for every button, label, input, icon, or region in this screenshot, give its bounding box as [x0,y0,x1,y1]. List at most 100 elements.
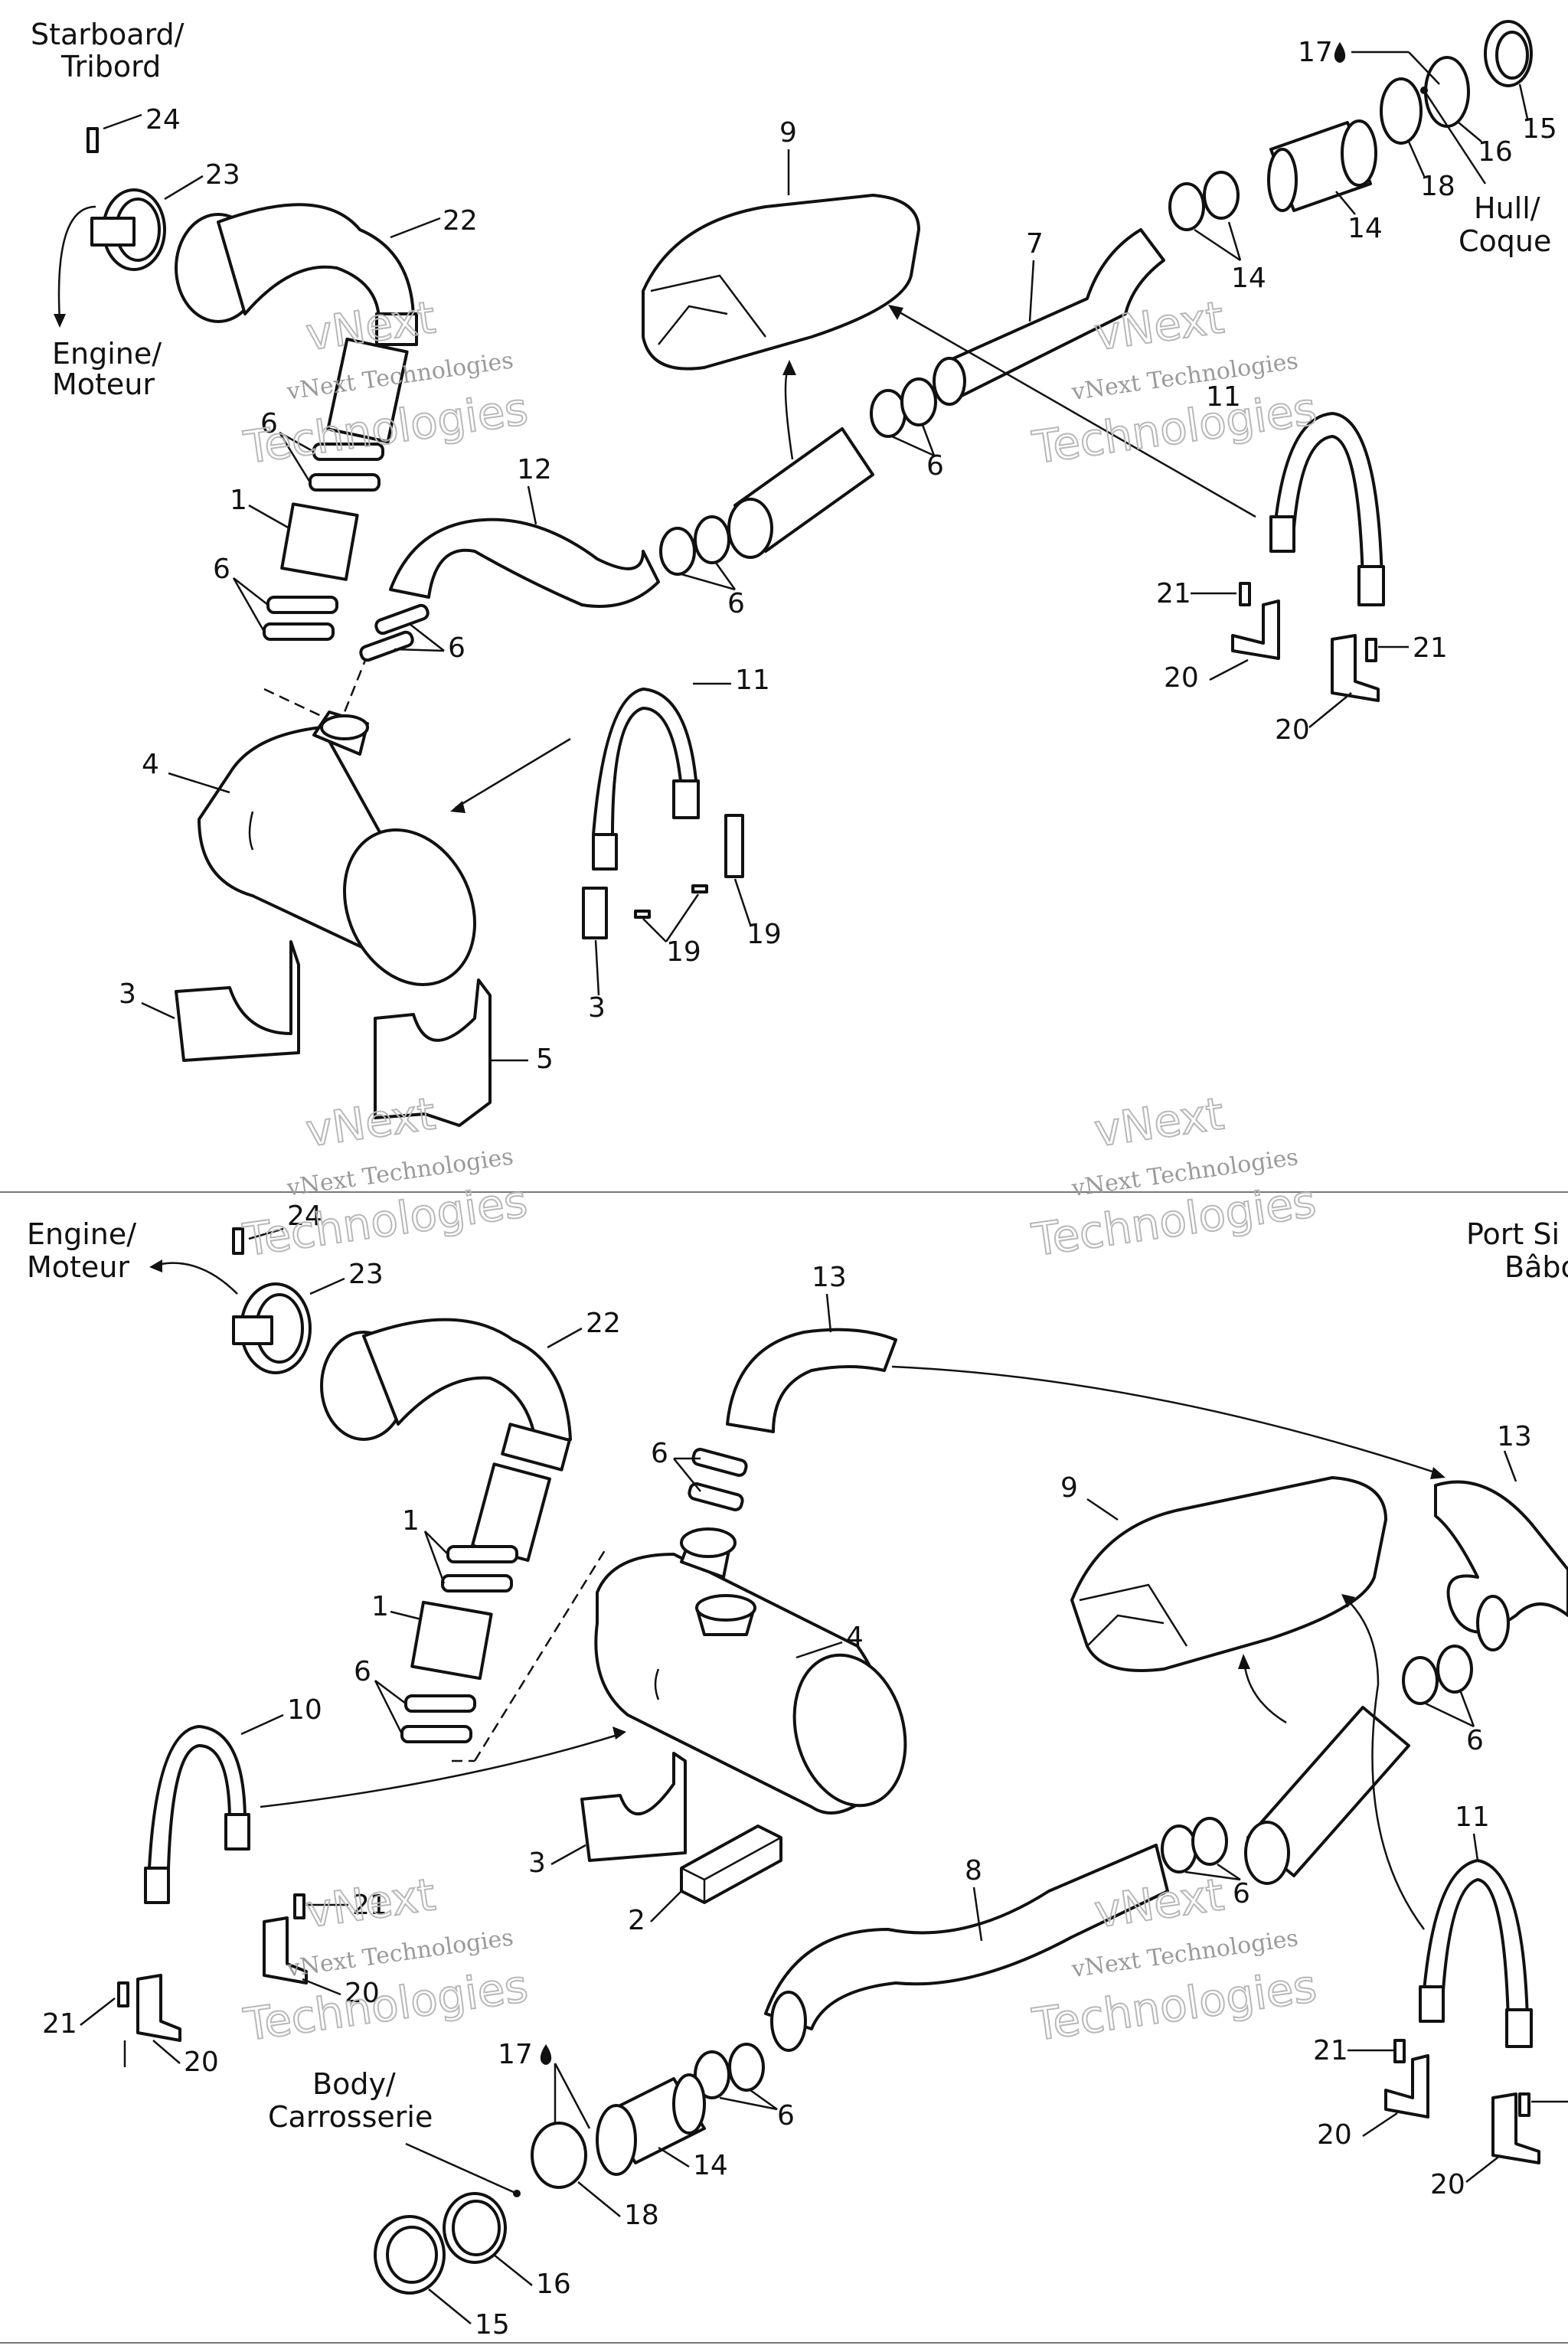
callout-23: 23 [205,159,240,191]
bracket-20-right-a: 21 20 [1156,578,1280,694]
bracket-20-right-b: 21 20 [1275,632,1448,746]
part-22-exhaust-elbow: 22 [175,203,478,346]
part-13-hose-right: 13 [1434,1421,1568,1651]
callout-4a: 4 [142,749,159,780]
clamps-6-bot-upper: 1 [402,1505,518,1592]
callout-1b: 1 [371,1591,389,1622]
part-10-strap: 10 [144,1694,626,1904]
callout-19a: 19 [746,919,782,950]
tribord-label: Tribord [60,50,161,83]
callout-21d: 21 [352,1890,387,1921]
part-14-fitting: 14 [1267,119,1383,244]
callout-2: 2 [628,1905,645,1936]
part-18-ring-bottom: 18 [531,2122,659,2231]
callout-6e: 6 [926,450,944,482]
moteur-bot-label: Moteur [27,1250,129,1284]
clamps-6-upper-right: 14 [1168,171,1266,294]
part-22-exhaust-elbow-bot: 22 [320,1308,621,1472]
port-label: Port Si [1466,1217,1560,1251]
watermark-big-a5: vNext [302,1868,438,1938]
callout-6d: 6 [727,588,745,619]
part-5-cradle: 5 [374,978,554,1127]
part-12-hose: 12 [389,454,660,608]
part-24-pin: 24 [87,104,181,153]
callout-21b: 21 [1413,632,1448,664]
callout-9b: 9 [1060,1472,1078,1504]
part-16-ring-bottom: 16 [443,2192,571,2300]
part-18-ring-top: 18 [1380,77,1455,202]
clamps-6-upper-left: 6 [260,408,384,492]
part-11-strap-middle: 11 [592,665,770,871]
watermark-big-a4: vNext [1091,1087,1227,1157]
moteur-top-label: Moteur [52,368,155,401]
callout-20d: 20 [184,2047,219,2078]
clamps-6-near-7: 6 [870,377,944,482]
engine-bot-label: Engine/ [27,1217,136,1251]
part-1-sleeve-bot: 1 [371,1591,493,1681]
callout-5: 5 [536,1044,554,1075]
callout-14b: 14 [693,2150,728,2181]
callout-24b: 24 [287,1200,322,1232]
bracket-19-middle: 19 19 3 [582,814,782,1024]
callout-6g: 1 [402,1505,420,1537]
callout-10: 10 [287,1694,322,1726]
body-label: Body/ [312,2067,396,2101]
part-15-nut-top: 15 [1484,20,1557,145]
callout-6l: 6 [777,2100,795,2132]
perforated-tube-top [727,360,874,559]
part-7-hose: 7 [933,228,1165,406]
clamps-6-near-9-bottom: 6 [1402,1645,1484,1756]
callout-21a: 21 [1156,578,1191,609]
clamps-6-near-14: 6 [694,2043,795,2132]
clamps-6-bot-lower: 6 [354,1656,476,1743]
arrow-to-9 [895,309,1256,518]
callout-20b: 20 [1275,714,1310,746]
babord-label: Bâbo [1504,1250,1568,1284]
callout-13b: 13 [1497,1421,1532,1452]
callout-11b: 11 [735,665,770,696]
perforated-tube-bottom [1238,1654,1410,1885]
callout-20c: 20 [345,1978,380,2009]
callout-21e: 21 [42,2008,77,2040]
dash-link-bot-1 [473,1550,606,1762]
callout-17: 17 [1298,37,1333,68]
clamps-6-pair-mid: 6 [659,515,745,619]
callout-16b: 16 [536,2269,571,2300]
starboard-label: Starboard/ [31,18,185,51]
part-17-sealant-bottom: 17 [498,2039,591,2129]
part-15-nut-bottom: 15 [374,2215,510,2341]
callout-6k: 6 [1233,1878,1250,1909]
part-11-strap-right: 11 [1206,381,1385,606]
clamps-6-near-12: 6 [359,603,466,664]
bracket-20-bottom-right-a: 21 20 [1313,2035,1429,2151]
callout-21f: 21 [1313,2035,1348,2066]
part-9-resonator: 9 [642,117,920,371]
elbow-hose [326,337,409,444]
callout-6j: 6 [1466,1725,1484,1756]
part-4-muffler-bottom: 4 [594,1527,907,1815]
callout-11c: 11 [1455,1802,1490,1833]
body-leader [405,2142,518,2195]
callout-7: 7 [1026,228,1044,260]
callout-6f: 14 [1231,263,1266,294]
callout-13a: 13 [812,1262,847,1293]
callout-6i: 6 [651,1438,668,1469]
callout-15b: 15 [475,2309,510,2341]
callout-6c: 6 [448,632,466,664]
bracket-20-bottom-right-b: 20 [1430,2092,1568,2200]
part-3-cradle: 3 [119,940,300,1062]
callout-22: 22 [443,205,478,237]
callout-12: 12 [517,454,552,485]
part-11-strap-bottom: 11 [1341,1594,1533,2048]
arrow-to-4 [455,737,571,809]
clamps-6-muffler-inlet: 6 [651,1438,748,1511]
part-4-muffler-top: 4 [142,710,477,986]
hull-label: Hull/ [1474,191,1540,225]
callout-3a: 3 [119,978,136,1010]
part-17-sealant-top: 17 [1298,37,1440,85]
callout-18b: 18 [624,2200,659,2231]
dash-link-2 [343,654,369,713]
watermark-big-a3: vNext [302,1087,438,1157]
callout-3b: 3 [528,1847,546,1879]
